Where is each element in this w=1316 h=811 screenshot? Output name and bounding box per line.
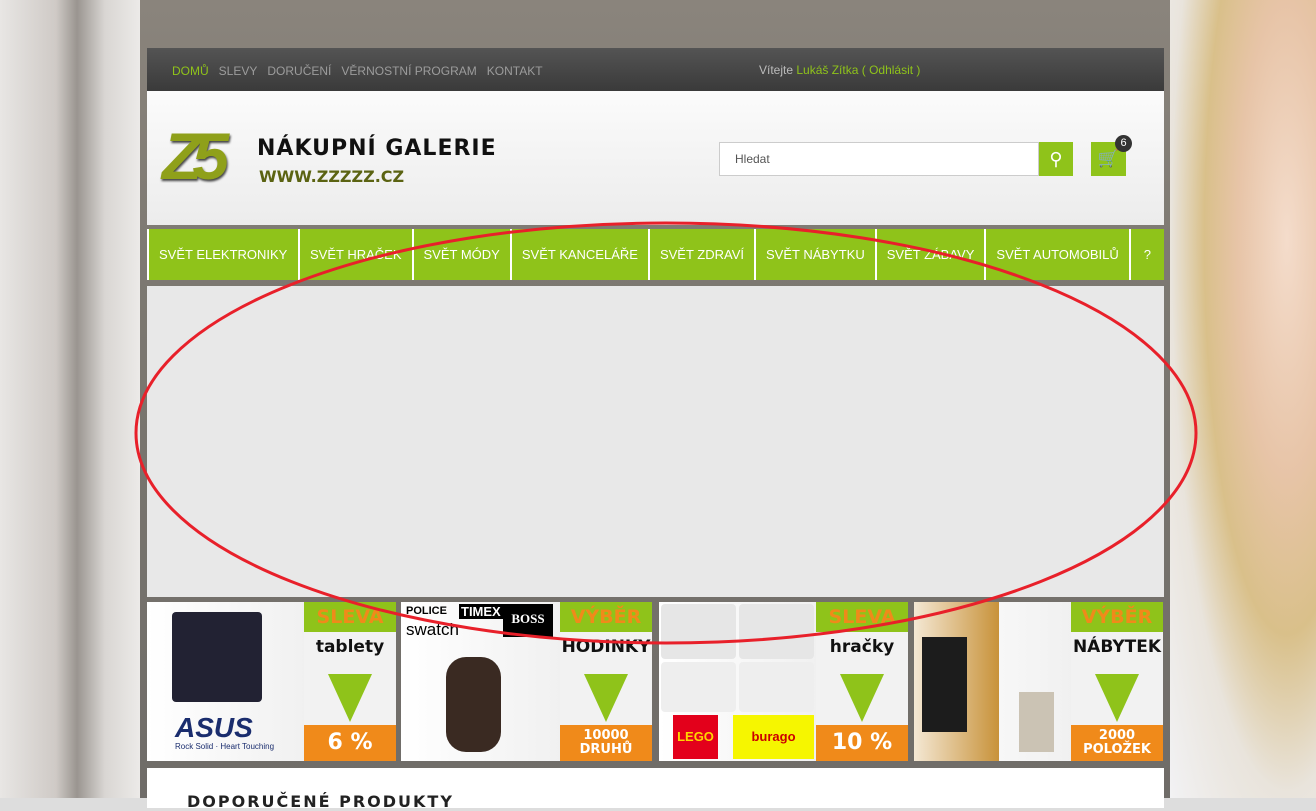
brand-slogan: Rock Solid · Heart Touching bbox=[175, 742, 275, 751]
logout-link[interactable]: ( Odhlásit ) bbox=[861, 63, 921, 77]
banner-tag: SLEVA bbox=[816, 602, 908, 632]
link-loyalty[interactable]: VĚRNOSTNÍ PROGRAM bbox=[341, 64, 477, 78]
watch-image bbox=[446, 657, 501, 752]
toy-image bbox=[739, 662, 814, 712]
nav-health[interactable]: SVĚT ZDRAVÍ bbox=[649, 229, 754, 280]
toy-image bbox=[661, 662, 736, 712]
arrow-down-icon bbox=[584, 674, 628, 722]
arrow-down-icon bbox=[328, 674, 372, 722]
brand-boss: BOSS bbox=[503, 604, 553, 637]
section-title: DOPORUČENÉ PRODUKTY bbox=[187, 792, 454, 811]
banner-category: hračky bbox=[829, 637, 895, 657]
welcome-text: Vítejte Lukáš Zítka ( Odhlásit ) bbox=[759, 63, 920, 77]
nav-office[interactable]: SVĚT KANCELÁŘE bbox=[511, 229, 648, 280]
tablet-image bbox=[172, 612, 262, 702]
banner-value: 2000 POLOŽEK bbox=[1071, 725, 1163, 761]
welcome-label: Vítejte bbox=[759, 63, 794, 77]
nav-more[interactable]: ? bbox=[1130, 229, 1164, 280]
banner-category: NÁBYTEK bbox=[1072, 637, 1162, 657]
nav-electronics[interactable]: SVĚT ELEKTRONIKY bbox=[149, 229, 298, 280]
banner-toys[interactable]: LEGO burago SLEVA hračky 10 % bbox=[659, 602, 908, 761]
brand-lego: LEGO bbox=[673, 715, 718, 759]
nav-fashion[interactable]: SVĚT MÓDY bbox=[413, 229, 510, 280]
site-url: WWW.ZZZZZ.CZ bbox=[259, 167, 405, 186]
logo[interactable]: Z5 bbox=[162, 119, 229, 193]
search-input[interactable]: Hledat bbox=[719, 142, 1039, 176]
nav-toys[interactable]: SVĚT HRAČEK bbox=[300, 229, 412, 280]
nav-furniture[interactable]: SVĚT NÁBYTKU bbox=[756, 229, 875, 280]
banner-watches[interactable]: POLICE TIMEX BOSS swatch VÝBĚR HODINKY 100… bbox=[401, 602, 652, 761]
link-delivery[interactable]: DORUČENÍ bbox=[267, 64, 332, 78]
user-name[interactable]: Lukáš Zítka bbox=[796, 63, 859, 77]
search-icon: ⚲ bbox=[1049, 149, 1063, 169]
recommended-section: DOPORUČENÉ PRODUKTY bbox=[147, 768, 1164, 811]
brand-burago: burago bbox=[733, 715, 814, 759]
category-nav: SVĚT ELEKTRONIKY SVĚT HRAČEK SVĚT MÓDY S… bbox=[147, 229, 1164, 280]
arrow-down-icon bbox=[840, 674, 884, 722]
cabinet-image bbox=[922, 637, 967, 732]
banner-tablets[interactable]: ASUS Rock Solid · Heart Touching SLEVA ta… bbox=[147, 602, 396, 761]
brand-police: POLICE bbox=[406, 605, 447, 617]
nav-entertainment[interactable]: SVĚT ZÁBAVY bbox=[876, 229, 985, 280]
top-bar: DOMŮ SLEVY DORUČENÍ VĚRNOSTNÍ PROGRAM KO… bbox=[147, 48, 1164, 91]
brand-swatch: swatch bbox=[406, 620, 459, 639]
toy-image bbox=[739, 604, 814, 659]
banner-tag: VÝBĚR bbox=[1071, 602, 1163, 632]
cart-icon: 🛒 bbox=[1097, 149, 1120, 168]
cart-count-badge: 6 bbox=[1115, 135, 1132, 152]
banner-value: 6 % bbox=[304, 725, 396, 761]
slider-area[interactable] bbox=[147, 286, 1164, 597]
shelf-image bbox=[1019, 692, 1054, 752]
arrow-down-icon bbox=[1095, 674, 1139, 722]
link-contact[interactable]: KONTAKT bbox=[486, 64, 543, 78]
nav-cars[interactable]: SVĚT AUTOMOBILŮ bbox=[986, 229, 1129, 280]
brand-asus: ASUS bbox=[175, 712, 253, 743]
banner-tag: VÝBĚR bbox=[560, 602, 652, 632]
link-home[interactable]: DOMŮ bbox=[172, 64, 209, 78]
banner-category: HODINKY bbox=[561, 637, 651, 657]
background-photo bbox=[1170, 0, 1316, 798]
header: Z5 NÁKUPNÍ GALERIE WWW.ZZZZZ.CZ Hledat ⚲… bbox=[147, 91, 1164, 225]
search-button[interactable]: ⚲ bbox=[1039, 142, 1073, 176]
toy-image bbox=[661, 604, 736, 659]
brand-timex: TIMEX bbox=[459, 604, 503, 619]
link-sales[interactable]: SLEVY bbox=[218, 64, 258, 78]
banner-furniture[interactable]: VÝBĚR NÁBYTEK 2000 POLOŽEK bbox=[914, 602, 1163, 761]
site-title: NÁKUPNÍ GALERIE bbox=[257, 136, 497, 161]
banner-category: tablety bbox=[315, 637, 385, 657]
background-left bbox=[0, 0, 140, 798]
banner-tag: SLEVA bbox=[304, 602, 396, 632]
banner-value: 10000 DRUHŮ bbox=[560, 725, 652, 761]
banner-value: 10 % bbox=[816, 725, 908, 761]
